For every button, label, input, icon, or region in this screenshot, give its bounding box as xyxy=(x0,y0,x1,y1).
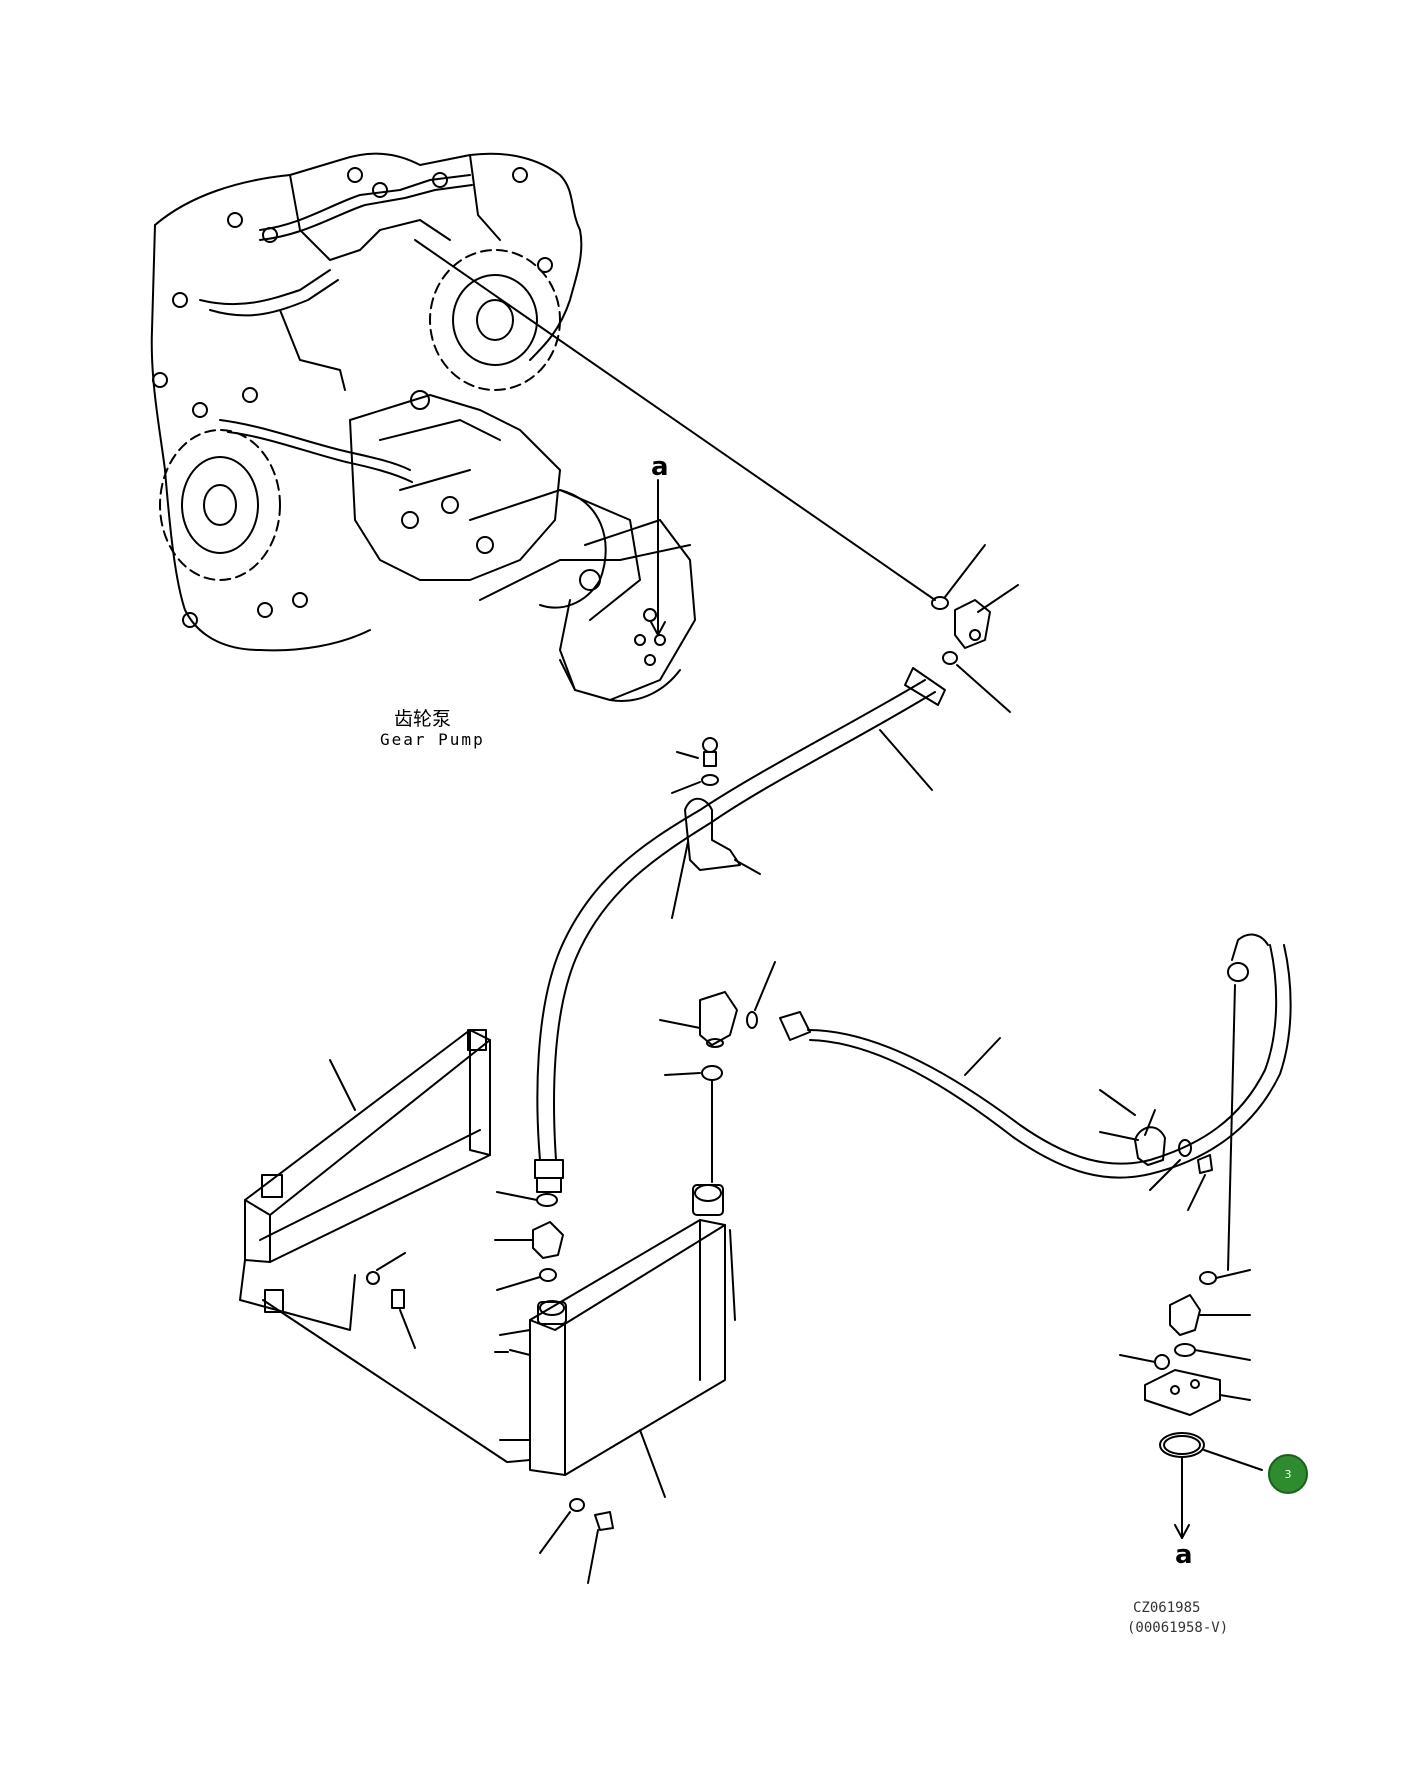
bottom-bolts xyxy=(539,1498,614,1584)
cooler-bracket xyxy=(239,1029,508,1463)
upper-fittings xyxy=(931,544,1019,713)
cooler-inlet-fittings xyxy=(494,1191,564,1291)
gear-pump-label-cn: 齿轮泵 xyxy=(394,708,452,730)
view-reference-a-top: a xyxy=(651,452,669,482)
drawing-reference: (00061958-V) xyxy=(1127,1620,1229,1636)
oil-cooler xyxy=(494,1184,736,1498)
view-reference-a-bottom: a xyxy=(1175,1540,1193,1570)
middle-fittings xyxy=(659,961,776,1183)
leader-line xyxy=(414,239,936,601)
middle-hose xyxy=(779,933,1292,1271)
drawing-code: CZ061985 xyxy=(1133,1600,1201,1616)
upper-hose xyxy=(534,667,946,1193)
gear-pump-label-en: Gear Pump xyxy=(380,730,485,749)
upper-clamp xyxy=(671,737,761,919)
right-clamp xyxy=(1099,1089,1213,1211)
transmission-housing xyxy=(150,152,696,702)
lower-right-fittings xyxy=(1119,1269,1263,1539)
part-callout-3[interactable]: 3 xyxy=(1268,1454,1308,1494)
